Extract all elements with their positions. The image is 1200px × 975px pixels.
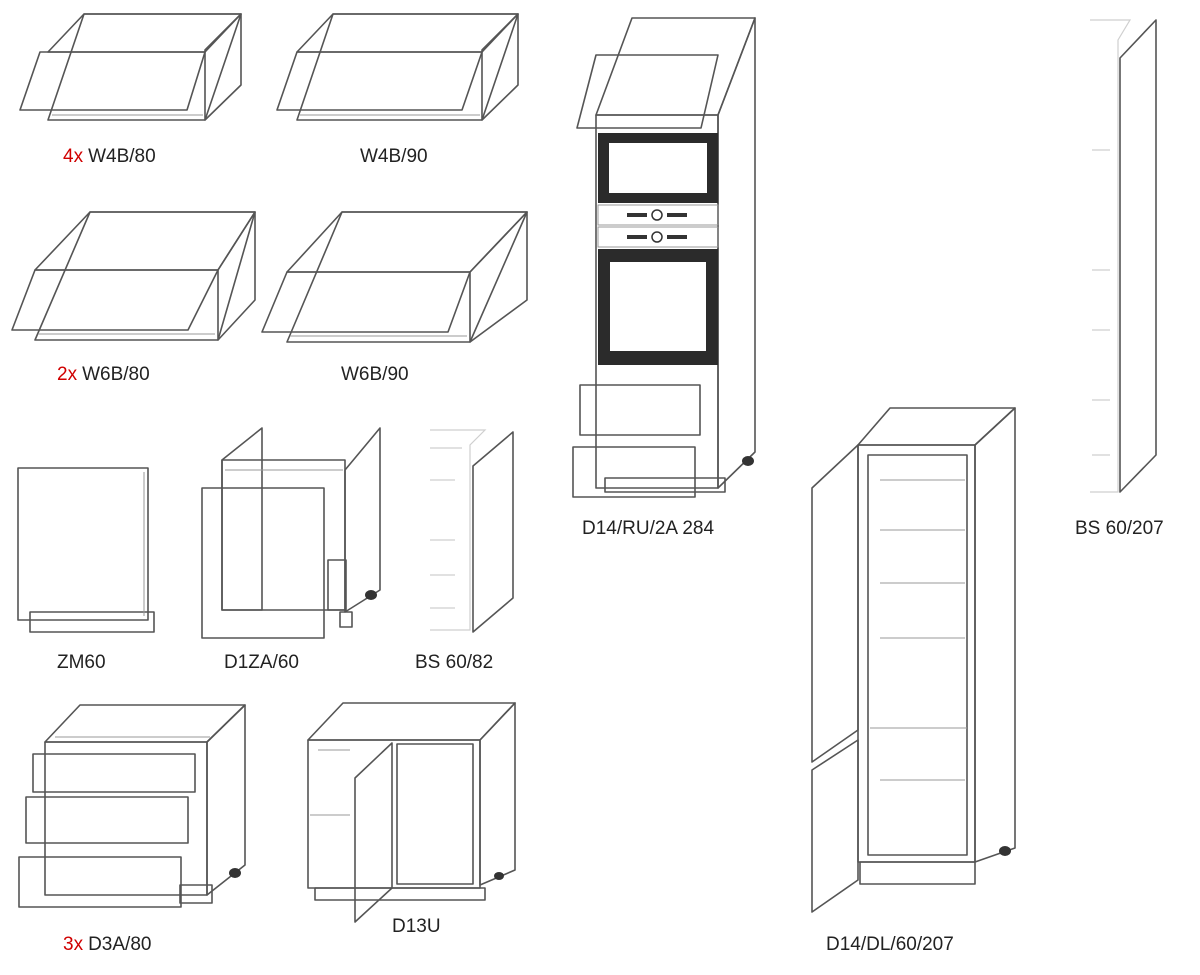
cabinet-label: D1ZA/60 xyxy=(224,652,299,674)
cabinet-code: ZM60 xyxy=(57,652,106,673)
quantity-badge: 2x xyxy=(57,364,78,385)
cabinet-w6b80-drawing xyxy=(11,211,256,341)
cabinet-label: BS 60/207 xyxy=(1075,518,1164,540)
cabinet-d13u-drawing xyxy=(307,702,516,923)
cabinet-bs6082-drawing xyxy=(430,429,514,633)
cabinet-code: D14/DL/60/207 xyxy=(826,934,954,955)
cabinet-code: W6B/90 xyxy=(341,364,409,385)
cabinet-label: BS 60/82 xyxy=(415,652,493,674)
cabinet-label: W6B/90 xyxy=(341,364,409,386)
cabinet-code: W4B/90 xyxy=(360,146,428,167)
cabinet-d14ru-drawing xyxy=(572,17,756,498)
cabinet-code: D1ZA/60 xyxy=(224,652,299,673)
cabinet-w4b80-drawing xyxy=(19,13,242,121)
cabinet-d1za60-drawing xyxy=(201,427,381,639)
cabinet-label: D14/DL/60/207 xyxy=(826,934,954,956)
cabinet-code: D3A/80 xyxy=(88,934,152,955)
cabinet-code: D14/RU/2A 284 xyxy=(582,518,715,539)
cabinet-w4b90-drawing xyxy=(276,13,519,121)
cabinet-code: BS 60/207 xyxy=(1075,518,1164,539)
cabinet-code: BS 60/82 xyxy=(415,652,494,673)
cabinet-w6b90-drawing xyxy=(261,211,528,343)
cabinet-code: W6B/80 xyxy=(82,364,150,385)
cabinet-label: ZM60 xyxy=(57,652,106,674)
quantity-badge: 3x xyxy=(63,934,84,955)
cabinet-code: D13U xyxy=(392,916,441,937)
cabinet-label: D13U xyxy=(392,916,441,938)
cabinet-bs60207-drawing xyxy=(1090,19,1157,493)
cabinet-d3a80-drawing xyxy=(18,704,246,908)
cabinet-d14dl-drawing xyxy=(811,407,1016,913)
quantity-badge: 4x xyxy=(63,146,84,167)
cabinet-label: W4B/90 xyxy=(360,146,428,168)
cabinet-zm60-drawing xyxy=(17,467,155,633)
cabinet-code: W4B/80 xyxy=(88,146,156,167)
cabinet-label: D14/RU/2A 284 xyxy=(582,518,714,540)
